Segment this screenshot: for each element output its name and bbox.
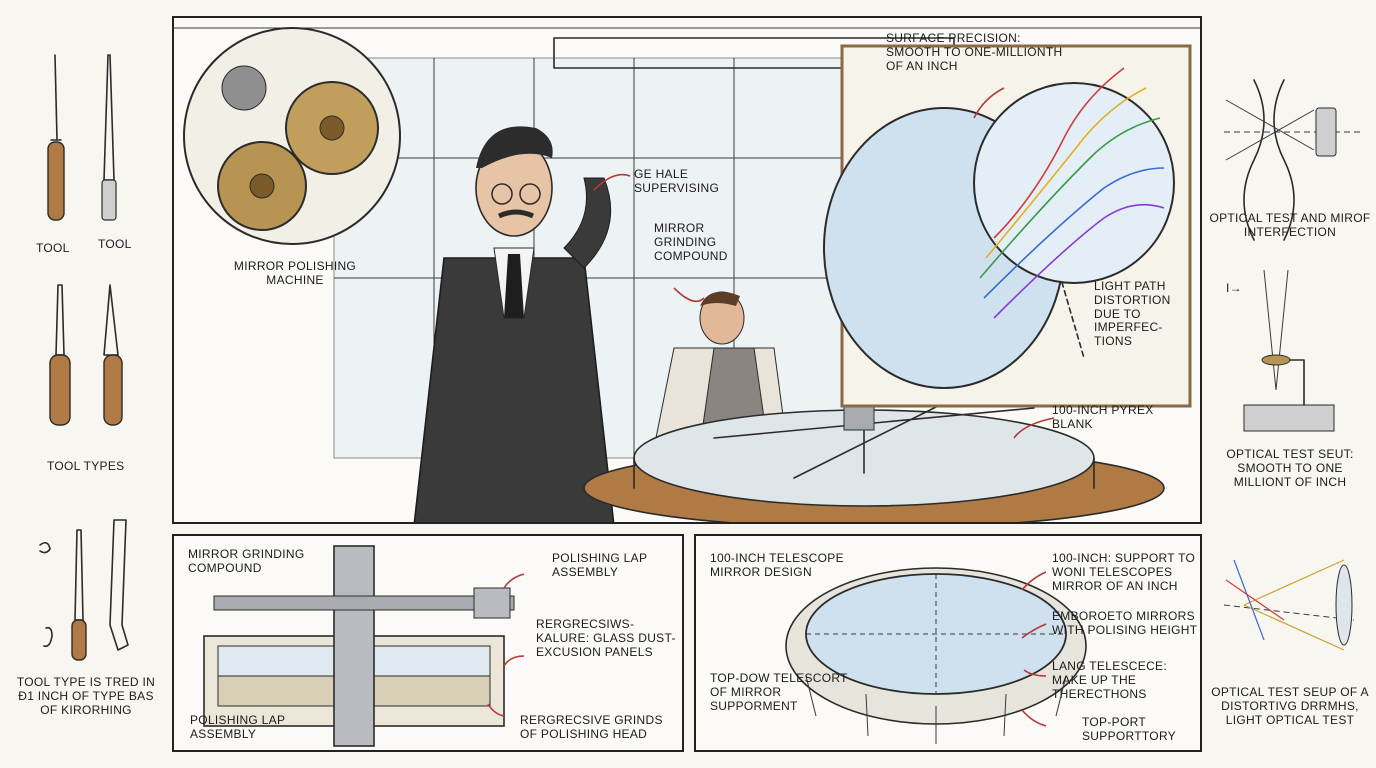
optical-test-label-3: OPTICAL TEST SEUP OF A DISTORTIVG DRRMHS…: [1211, 685, 1369, 727]
polishing-table: [583, 369, 1165, 522]
lap-assembly-label-bottom: POLISHING LAP ASSEMBLY: [190, 713, 286, 741]
support-arrow: [1021, 571, 1047, 591]
lap-top-arrow: [503, 573, 525, 589]
precision-arrow: [973, 87, 1005, 119]
optical-test-label-2: OPTICAL TEST SEUT: SMOOTH TO ONE MILLION…: [1226, 447, 1354, 489]
topport-arrow: [1021, 709, 1047, 727]
lang-arrow: [1023, 669, 1047, 677]
grinds-arrow: [487, 703, 505, 717]
distortion-inset: [973, 67, 1175, 319]
tools-column: TOOL TOOL TOOL TYPES TOOL TYPE IS TRED I…: [0, 0, 170, 768]
optical-marker: I→: [1226, 281, 1242, 295]
embodied-arrow: [1021, 623, 1047, 639]
blank-arrow: [1013, 417, 1055, 439]
tools-illustration: [39, 54, 129, 661]
tool-label-2: TOOL: [98, 237, 132, 251]
ray-diagram-icon: [1223, 559, 1355, 651]
main-scene-panel: MIRROR POLISHING MACHINE GE HALE SUPERVI…: [172, 16, 1202, 524]
lap-compound-label: MIRROR GRINDING COMPOUND: [188, 547, 305, 575]
support-label: 100-INCH: SUPPORT TO WONI TELESCOPES MIR…: [1052, 551, 1196, 593]
telescope-panel: 100-INCH TELESCOPE MIRROR DESIGN 100-INC…: [694, 534, 1202, 752]
optical-test-label-1: OPTICAL TEST AND MIROF INTERFECTION: [1209, 211, 1371, 239]
tool-label-1: TOOL: [36, 241, 70, 255]
optics-illustration: [1223, 79, 1364, 651]
topdow-label: TOP-DOW TELESCORT OF MIRROR SUPPORMENT: [710, 671, 848, 713]
gear-inset: [183, 27, 401, 245]
compound-label: MIRROR GRINDING COMPOUND: [654, 221, 728, 263]
compound-arrow: [673, 287, 705, 303]
scraper-icon: [39, 519, 129, 661]
glass-arrow: [503, 655, 525, 667]
telescope-mirror-illustration: [785, 567, 1087, 744]
lap-assembly-label-top: POLISHING LAP ASSEMBLY: [552, 551, 648, 579]
test-setup-icon: [1243, 269, 1335, 432]
light-path-label: LIGHT PATH DISTORTION DUE TO IMPERFEC- T…: [1094, 279, 1171, 349]
tool-types-icon: [49, 284, 123, 426]
glass-dust-label: RERGRECSIWS- KALURE: GLASS DUST-EXCUSION…: [536, 617, 676, 659]
grinds-label: RERGRECSIVE GRINDS OF POLISHING HEAD: [520, 713, 663, 741]
lang-label: LANG TELESCECE: MAKE UP THE THERECTHONS: [1052, 659, 1167, 701]
lap-cross-section: [203, 545, 525, 747]
hale-figure: [413, 126, 615, 522]
tools-caption: TOOL TYPE IS TRED IN Đ1 INCH OF TYPE BAS…: [16, 675, 156, 717]
hale-label: GE HALE SUPERVISING: [634, 167, 720, 195]
precision-label: SURFACE PRECISION: SMOOTH TO ONE-MILLION…: [886, 31, 1063, 73]
embodied-label: EMBOROETO MIRRORS WITH POLISING HEIGHT: [1052, 609, 1198, 637]
design-label: 100-INCH TELESCOPE MIRROR DESIGN: [710, 551, 844, 579]
lap-section-panel: MIRROR GRINDING COMPOUND POLISHING LAP A…: [172, 534, 684, 752]
hale-arrow: [593, 173, 631, 191]
machine-label: MIRROR POLISHING MACHINE: [233, 259, 357, 287]
chisel-icon: [101, 54, 117, 221]
blank-label: 100-INCH PYREX BLANK: [1052, 403, 1154, 431]
optics-column: OPTICAL TEST AND MIROF INTERFECTION I→ O…: [1204, 0, 1376, 768]
workshop-illustration: [174, 27, 1200, 522]
screwdriver-icon: [47, 54, 65, 221]
lens-diagram-icon: [1224, 79, 1364, 241]
tool-types-label: TOOL TYPES: [47, 459, 125, 473]
topport-label: TOP-PORT SUPPORTTORY: [1082, 715, 1176, 743]
